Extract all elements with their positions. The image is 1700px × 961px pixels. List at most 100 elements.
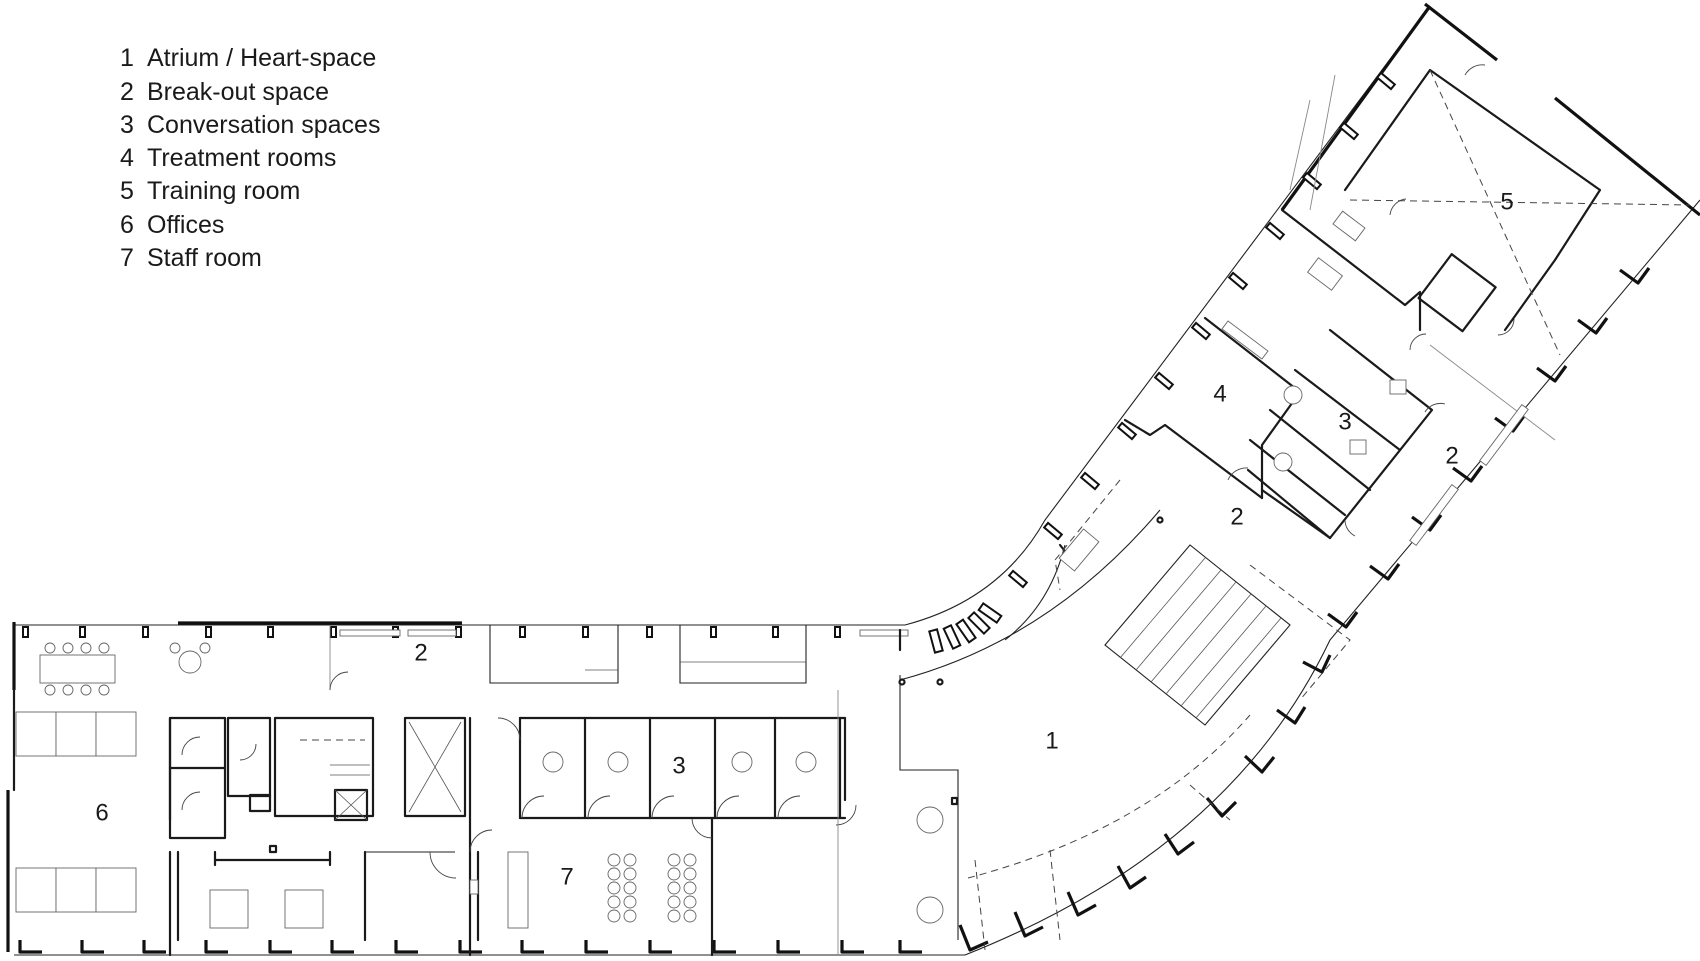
fin (142, 626, 149, 638)
desk (15, 711, 57, 757)
ne-end-wall-b (1553, 96, 1700, 217)
fin (1494, 415, 1526, 433)
fin (80, 940, 104, 954)
fin (977, 602, 1003, 624)
fin (1013, 911, 1044, 938)
fin (834, 626, 841, 638)
alcove (489, 625, 619, 684)
west-wing-interior (12, 625, 902, 957)
room-label-conversation-east: 3 (1338, 408, 1351, 435)
cafe-table (916, 806, 944, 834)
fin (710, 626, 717, 638)
desk (1058, 528, 1100, 572)
legend-item-5: 5 Training room (120, 177, 300, 205)
fin (22, 626, 29, 638)
outer-bend-facade (964, 199, 1700, 956)
treatment-north-wall (1280, 208, 1422, 332)
fin (394, 940, 418, 954)
room-label-breakout-north: 2 (414, 639, 427, 666)
legend-item-3: 3 Conversation spaces (120, 111, 380, 139)
svg-text:2: 2 (120, 78, 134, 106)
legend-item-1: 1 Atrium / Heart-space (120, 44, 376, 72)
fin (1276, 706, 1307, 725)
atrium-edge (899, 509, 1161, 681)
lounge-chair (178, 650, 202, 674)
fin (1163, 833, 1195, 856)
fin (1301, 171, 1323, 191)
ne-wing-rooms (1123, 64, 1691, 546)
legend-item-6: 6 Offices (120, 211, 224, 239)
fin (1042, 521, 1064, 541)
fin (772, 626, 779, 638)
bench (407, 629, 457, 637)
room-label-offices: 6 (95, 799, 108, 826)
room-label-atrium: 1 (1045, 727, 1058, 754)
booth-tables (542, 751, 817, 773)
fin (1411, 514, 1443, 532)
room-labels: 1 2 2 2 3 3 4 5 6 7 (95, 188, 1513, 890)
fin (584, 940, 608, 954)
svg-text:7: 7 (120, 244, 134, 272)
svg-text:Atrium / Heart-space: Atrium / Heart-space (147, 44, 376, 72)
bench (859, 629, 909, 637)
room-label-conversation-west: 3 (672, 752, 685, 779)
fin (840, 940, 864, 954)
fin (942, 624, 962, 650)
fin (1375, 71, 1397, 91)
stair-core (273, 716, 375, 818)
fin (1007, 569, 1029, 589)
outer-facade-fins (958, 267, 1651, 952)
fin (330, 940, 354, 954)
svg-text:Staff room: Staff room (147, 244, 262, 272)
fin (142, 940, 166, 954)
fin (455, 626, 462, 638)
fin (18, 940, 42, 954)
fin (1338, 121, 1360, 141)
legend-item-2: 2 Break-out space (120, 78, 329, 106)
fin (712, 940, 736, 954)
fin (1577, 317, 1609, 335)
fin (204, 940, 228, 954)
door-swing (329, 671, 349, 691)
room-label-treatment: 4 (1213, 380, 1226, 407)
fin (1327, 611, 1359, 629)
fin (776, 940, 800, 954)
south-facade-fins (18, 940, 922, 954)
desk (95, 711, 137, 757)
fin (898, 940, 922, 954)
fin (582, 626, 589, 638)
fin (955, 618, 977, 644)
cafe-table (916, 896, 944, 924)
mezzanine-edge-dash (967, 714, 1251, 879)
room-label-breakout-center: 2 (1230, 503, 1243, 530)
fin (1066, 891, 1097, 917)
lift-shaft (403, 716, 467, 818)
svg-text:5: 5 (120, 177, 134, 205)
meeting-table (209, 889, 249, 929)
bend-fins (928, 71, 1397, 654)
fin (928, 628, 944, 654)
training-room-wall (1343, 68, 1602, 332)
treatment-room-divider (1203, 316, 1302, 394)
room-label-breakout-east: 2 (1445, 442, 1458, 469)
svg-text:1: 1 (120, 44, 134, 72)
legend: 1 Atrium / Heart-space 2 Break-out space… (120, 44, 380, 272)
north-facade-fins (22, 626, 909, 638)
service-riser (333, 788, 369, 822)
svg-text:4: 4 (120, 144, 134, 172)
inner-bend-facade (904, 5, 1431, 626)
wc-block (168, 716, 227, 840)
fin (1302, 654, 1332, 674)
svg-text:3: 3 (120, 111, 134, 139)
desk (15, 867, 57, 913)
fin (1452, 465, 1484, 483)
atrium-area (898, 479, 1351, 951)
treatment-south-wall (1123, 418, 1264, 500)
fin (205, 626, 212, 638)
fin (268, 940, 292, 954)
fin (267, 626, 274, 638)
kitchen-counter (507, 851, 529, 929)
meeting-table (284, 889, 324, 929)
fin (330, 626, 337, 638)
